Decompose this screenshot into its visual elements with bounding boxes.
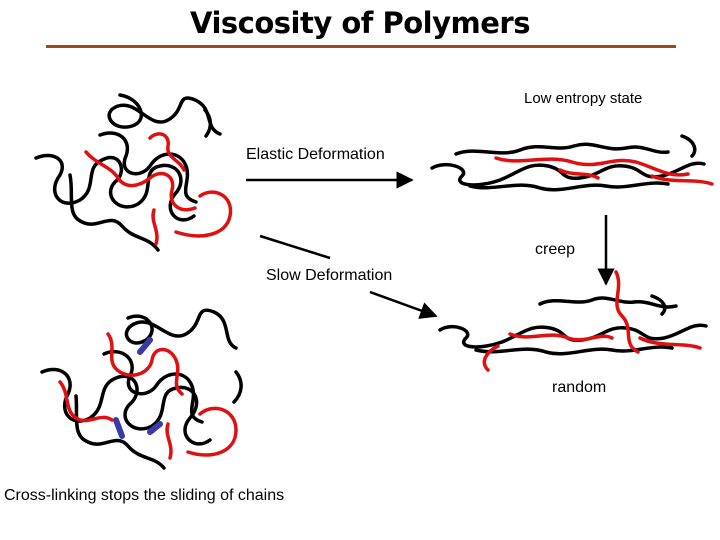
chain-red (614, 270, 640, 354)
crosslink (113, 417, 125, 439)
stretched-chains-bottom (438, 270, 708, 372)
chain-red (650, 174, 714, 186)
chain-red (186, 406, 238, 457)
chain-red (508, 332, 614, 342)
chain-red (151, 208, 159, 246)
chain-red (84, 150, 197, 212)
chain-black (650, 294, 667, 316)
chain-red (106, 332, 184, 396)
chain-red (58, 380, 114, 423)
chain-red (148, 132, 186, 172)
chain-black (454, 142, 670, 156)
label-elastic-deformation: Elastic Deformation (246, 146, 385, 163)
stretched-chains-top (430, 134, 714, 192)
chain-black (538, 296, 678, 309)
chain-black (680, 134, 697, 158)
label-low-entropy: Low entropy state (524, 90, 643, 107)
chain-black (232, 370, 243, 404)
slow-arrow-lower (369, 290, 438, 319)
chain-black (474, 345, 674, 356)
chain-red (494, 156, 690, 177)
chain-black (68, 173, 160, 252)
coil-bottom-left (40, 308, 243, 470)
chain-red (165, 422, 173, 460)
label-slow-deformation: Slow Deformation (266, 267, 393, 284)
chain-black (98, 131, 198, 204)
label-creep: creep (535, 241, 576, 258)
label-crosslinking: Cross-linking stops the sliding of chain… (4, 487, 285, 504)
chain-black (74, 394, 166, 470)
page-title: Viscosity of Polymers (190, 6, 530, 40)
chain-black (102, 350, 204, 424)
coil-top-left (34, 93, 233, 252)
chain-black (468, 181, 670, 192)
chain-red (482, 344, 500, 372)
chain-red (638, 336, 702, 350)
crosslink (137, 337, 153, 355)
title-underline (46, 45, 676, 48)
slow-arrow-upper (259, 234, 331, 260)
crosslink (147, 421, 163, 435)
chain-black (107, 93, 222, 136)
chain-red (558, 168, 600, 180)
label-random: random (552, 379, 607, 396)
chain-red (174, 190, 233, 238)
chain-black (203, 108, 213, 138)
chain-black (124, 308, 238, 350)
chain-black (40, 367, 212, 446)
chain-black (34, 153, 196, 222)
